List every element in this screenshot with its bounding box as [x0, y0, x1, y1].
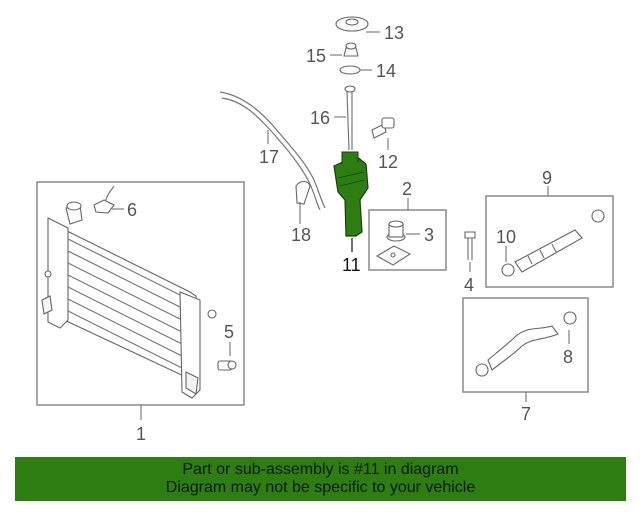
banner-line-part-number: Part or sub-assembly is #11 in diagram	[182, 461, 459, 478]
reservoir-tank-part	[333, 151, 369, 237]
radiator-bracket-part	[44, 270, 217, 319]
drain-plug-part	[93, 185, 115, 214]
callout-4: 4	[464, 275, 474, 295]
hose-clip-part	[295, 180, 311, 205]
bolt-12-part	[371, 117, 395, 139]
callout-6: 6	[127, 200, 137, 220]
callout-3: 3	[424, 225, 434, 245]
callout-1: 1	[136, 424, 146, 444]
group-box-tank-mount	[368, 209, 447, 271]
cap-part	[335, 16, 369, 32]
o-ring-part	[339, 65, 361, 75]
callout-2: 2	[402, 179, 412, 199]
callout-7: 7	[521, 404, 531, 424]
callout-17: 17	[259, 147, 279, 167]
callout-9: 9	[542, 168, 552, 188]
part-info-banner: Part or sub-assembly is #11 in diagram D…	[15, 457, 626, 501]
upper-hose-part	[501, 209, 605, 277]
radiator-part	[41, 201, 201, 399]
bolt-4-part	[464, 231, 476, 260]
callout-13: 13	[384, 23, 404, 43]
level-gauge-part	[344, 85, 356, 151]
callout-10: 10	[496, 227, 516, 247]
cap-seal-part	[343, 42, 359, 57]
callout-8: 8	[563, 347, 573, 367]
bolt-5-part	[217, 360, 237, 371]
callout-12: 12	[378, 152, 398, 172]
lower-hose-part	[475, 311, 577, 377]
callout-18: 18	[291, 225, 311, 245]
callout-11: 11	[342, 255, 361, 275]
banner-line-disclaimer: Diagram may not be specific to your vehi…	[165, 479, 476, 496]
callout-16: 16	[310, 108, 330, 128]
callout-15: 15	[306, 46, 326, 66]
callout-14: 14	[376, 61, 396, 81]
group-box-upper-hose	[485, 195, 614, 288]
callout-5: 5	[224, 322, 234, 342]
mount-rubber-part	[375, 220, 412, 266]
overflow-hose-part	[219, 91, 326, 209]
